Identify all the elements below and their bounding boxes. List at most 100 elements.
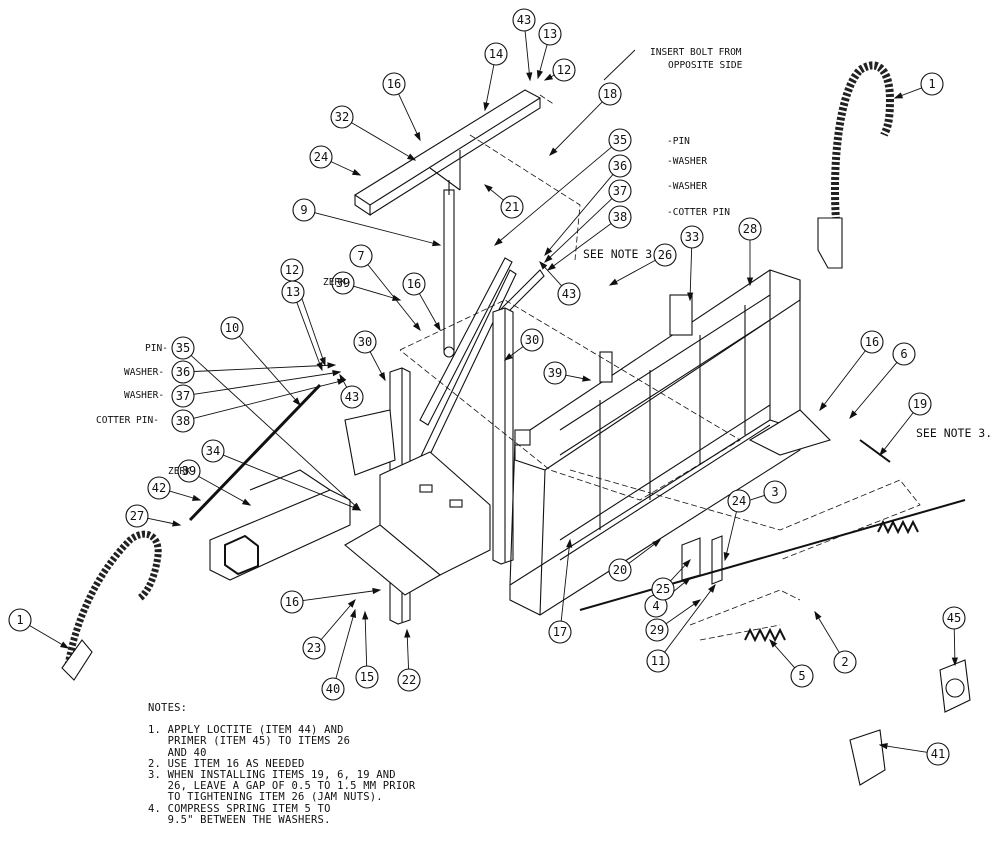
note-line: 4. COMPRESS SPRING ITEM 5 TO	[148, 802, 331, 815]
leader-line	[335, 609, 356, 679]
balloon-circle	[520, 328, 544, 352]
balloon-number: 36	[176, 365, 190, 379]
leader-arrowhead	[539, 261, 548, 270]
item-balloon: 19	[908, 392, 932, 416]
leader-lines	[29, 30, 958, 753]
balloon-number: 45	[947, 611, 961, 625]
leader-arrowhead	[414, 131, 421, 142]
balloon-circle	[557, 282, 581, 306]
balloon-number: 13	[286, 285, 300, 299]
leader-arrowhead	[503, 353, 513, 361]
leader-arrowhead	[404, 628, 411, 638]
balloon-number: 16	[407, 277, 421, 291]
label-zerk-lower: ZERK-	[168, 466, 197, 477]
item-balloon: 21	[500, 195, 524, 219]
item-balloon: 16	[280, 590, 304, 614]
balloon-circle	[942, 606, 966, 630]
balloon-number: 25	[656, 582, 670, 596]
leader-line	[547, 223, 612, 271]
balloon-circle	[397, 668, 421, 692]
bracket-group	[681, 535, 723, 585]
balloon-number: 23	[307, 641, 321, 655]
balloon-number: 39	[336, 276, 350, 290]
leader-arrowhead	[432, 240, 442, 247]
balloon-number: 43	[562, 287, 576, 301]
item-balloon: 38	[608, 205, 632, 229]
balloon-circle	[860, 330, 884, 354]
balloon-circle	[355, 665, 379, 689]
balloon-number: 30	[525, 333, 539, 347]
balloon-number: 30	[358, 335, 372, 349]
balloon-circle	[608, 205, 632, 229]
item-balloon: 26	[653, 243, 677, 267]
leader-arrowhead	[241, 498, 252, 506]
item-balloon: 28	[738, 217, 762, 241]
balloon-circle	[763, 480, 787, 504]
leader-arrowhead	[433, 321, 441, 332]
leader-line	[198, 475, 251, 506]
item-balloon: 39	[543, 361, 567, 385]
cylinder	[443, 180, 455, 358]
balloon-circle	[280, 590, 304, 614]
item-balloon: 16	[402, 272, 426, 296]
label-cotter-left: COTTER PIN-	[96, 415, 159, 426]
leader-line	[296, 302, 323, 371]
leader-arrowhead	[526, 72, 533, 82]
leader-arrowhead	[316, 361, 323, 372]
leader-line	[190, 355, 361, 511]
label-washer-left-1: WASHER-	[124, 367, 164, 378]
balloon-circle	[608, 558, 632, 582]
leader-arrowhead	[378, 371, 386, 382]
balloon-circle	[281, 280, 305, 304]
leader-arrowhead	[566, 538, 573, 548]
balloon-circle	[646, 649, 670, 673]
leader-arrowhead	[652, 539, 662, 547]
leader-arrowhead	[546, 263, 556, 271]
leader-line	[193, 379, 346, 419]
leader-arrowhead	[347, 598, 356, 608]
leader-line	[879, 412, 914, 456]
leader-arrowhead	[951, 657, 958, 667]
balloon-circle	[353, 330, 377, 354]
balloon-number: 3	[771, 485, 778, 499]
balloon-circle	[220, 316, 244, 340]
item-balloon: 40	[321, 677, 345, 701]
balloon-circle	[382, 72, 406, 96]
item-balloon: 39	[331, 271, 355, 295]
leader-arrowhead	[412, 322, 421, 332]
leader-line	[819, 350, 866, 411]
leader-arrowhead	[544, 247, 553, 257]
item-balloon: 34	[201, 439, 225, 463]
leader-arrowhead	[893, 92, 904, 99]
leader-arrowhead	[172, 520, 182, 527]
balloon-number: 1	[928, 77, 935, 91]
leader-arrowhead	[372, 587, 382, 595]
item-balloon: 15	[355, 665, 379, 689]
balloon-circle	[908, 392, 932, 416]
balloon-number: 43	[517, 13, 531, 27]
note-line: PRIMER (ITEM 45) TO ITEMS 26	[148, 735, 351, 748]
callout-see-note-3-top: SEE NOTE 3	[583, 247, 652, 261]
note-line: TO TIGHTENING ITEM 26 (JAM NUTS).	[148, 791, 383, 804]
balloon-number: 12	[557, 63, 571, 77]
post-mid	[492, 307, 514, 565]
item-balloon: 43	[340, 385, 364, 409]
leader-arrowhead	[483, 184, 493, 193]
leader-arrowhead	[682, 577, 692, 586]
item-balloon: 23	[302, 636, 326, 660]
balloon-circle	[8, 608, 32, 632]
balloon-number: 5	[798, 669, 805, 683]
balloon-number: 15	[360, 670, 374, 684]
balloon-circle	[402, 272, 426, 296]
leader-arrowhead	[608, 278, 619, 286]
balloon-circle	[608, 128, 632, 152]
label-cotter-right: -COTTER PIN	[667, 207, 730, 218]
balloon-number: 38	[613, 210, 627, 224]
item-balloon: 42	[147, 476, 171, 500]
leader-arrowhead	[879, 447, 888, 457]
leader-arrowhead	[819, 402, 828, 412]
leader-arrowhead	[362, 610, 369, 620]
leader-arrowhead	[391, 294, 402, 301]
leader-arrowhead	[59, 641, 70, 649]
balloon-callouts: 1123456791011121213131415161616161718192…	[8, 8, 966, 766]
